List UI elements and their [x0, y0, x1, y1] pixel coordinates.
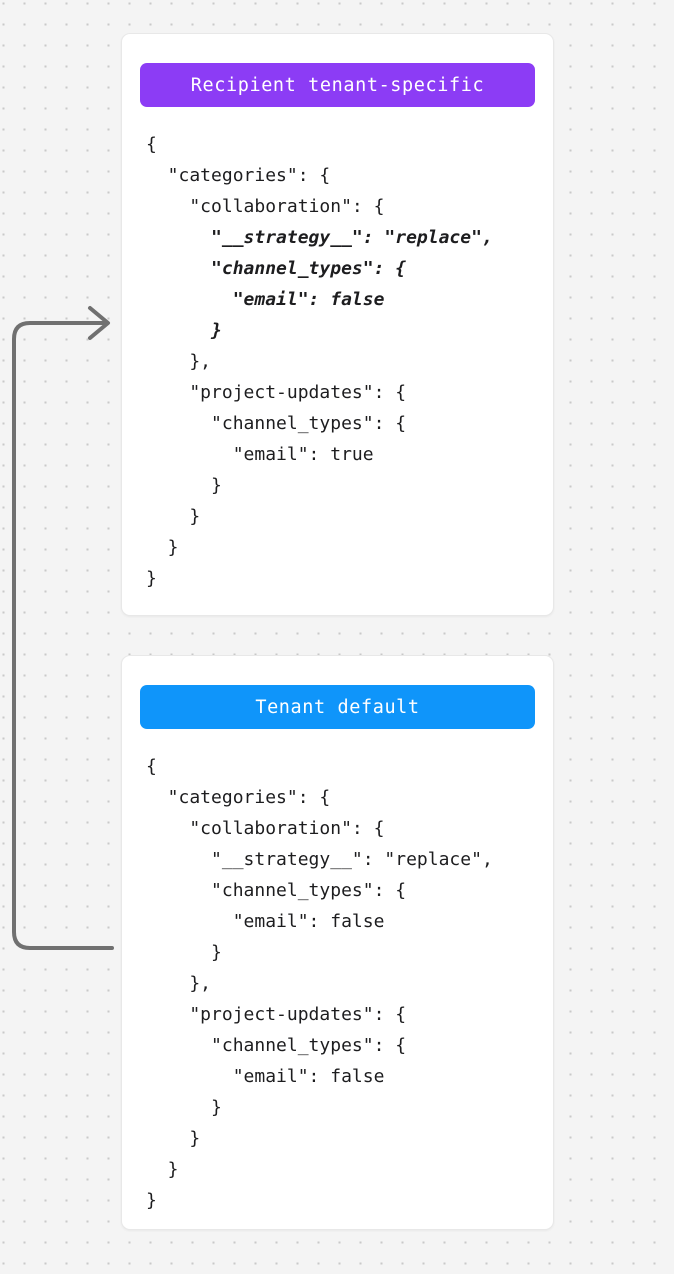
card-tenant-default: Tenant default { "categories": { "collab…	[121, 655, 554, 1230]
code-line: }	[146, 537, 179, 558]
code-line: "email": false	[146, 1066, 385, 1087]
code-line: "email": false	[146, 911, 385, 932]
code-line: "__strategy__": "replace",	[146, 849, 493, 870]
code-line: }	[146, 1159, 179, 1180]
badge-recipient-tenant-specific: Recipient tenant-specific	[140, 63, 535, 107]
code-line: {	[146, 134, 157, 155]
code-line: }	[146, 1190, 157, 1211]
code-line: "categories": {	[146, 165, 331, 186]
arrowhead-icon	[88, 306, 110, 340]
code-line: },	[146, 351, 212, 372]
code-line: },	[146, 973, 212, 994]
code-line: "collaboration": {	[146, 196, 385, 217]
code-line: "channel_types": {	[146, 413, 407, 434]
code-line: "__strategy__": "replace",	[146, 227, 493, 248]
code-line: "email": true	[146, 444, 374, 465]
code-line: }	[146, 568, 157, 589]
badge-tenant-default: Tenant default	[140, 685, 535, 729]
code-line: }	[146, 1097, 222, 1118]
code-line: }	[146, 475, 222, 496]
json-code-tenant-default: { "categories": { "collaboration": { "__…	[140, 751, 535, 1216]
code-line: "channel_types": {	[146, 1035, 407, 1056]
code-line: }	[146, 1128, 201, 1149]
code-line: {	[146, 756, 157, 777]
code-line: "email": false	[146, 289, 385, 310]
arrow-path	[12, 321, 114, 950]
code-line: "project-updates": {	[146, 1004, 407, 1025]
json-code-recipient-tenant-specific: { "categories": { "collaboration": { "__…	[140, 129, 535, 594]
code-line: "channel_types": {	[146, 258, 407, 279]
card-recipient-tenant-specific: Recipient tenant-specific { "categories"…	[121, 33, 554, 616]
code-line: "collaboration": {	[146, 818, 385, 839]
code-line: }	[146, 942, 222, 963]
code-line: "project-updates": {	[146, 382, 407, 403]
code-line: "categories": {	[146, 787, 331, 808]
code-line: "channel_types": {	[146, 880, 407, 901]
code-line: }	[146, 506, 201, 527]
code-line: }	[146, 320, 222, 341]
